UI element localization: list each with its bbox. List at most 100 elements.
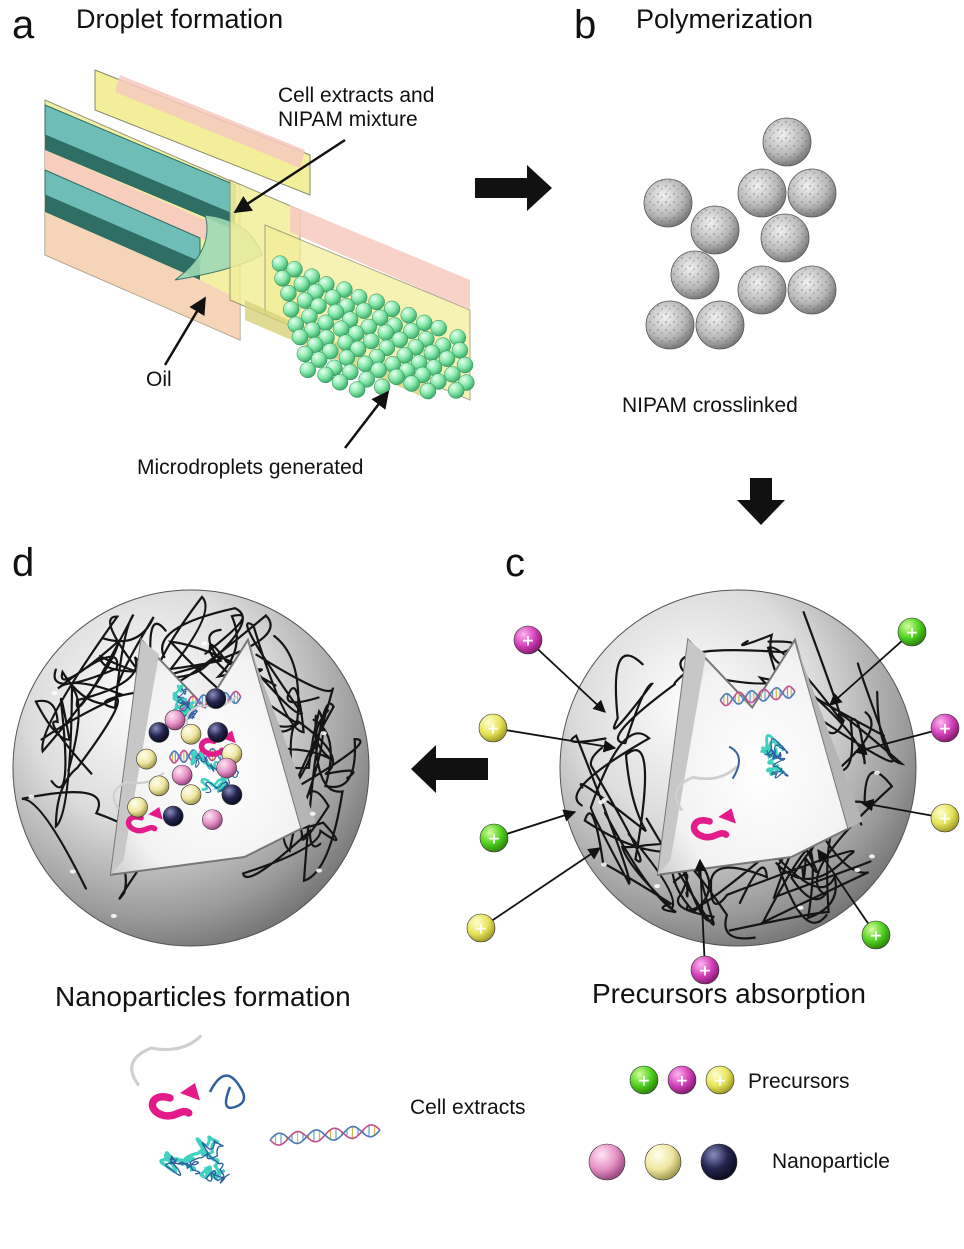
gel-bead (670, 250, 720, 300)
absorption-arrow (817, 848, 877, 936)
legend-nanoparticle-pink (588, 1143, 626, 1181)
microdroplet (332, 320, 350, 337)
protein-strand (208, 1074, 246, 1110)
panel-b-title: Polymerization (636, 4, 814, 34)
process-arrows (411, 165, 785, 793)
panel-a-title: Droplet formation (76, 4, 284, 34)
nanoparticle (207, 722, 228, 743)
microdroplet (349, 340, 367, 358)
dna-helix (719, 685, 796, 707)
panel-letter-a: a (12, 3, 35, 47)
microdroplet (322, 343, 339, 360)
precursor-ion: + (479, 823, 509, 853)
microdroplet (291, 328, 309, 346)
panel-letter-d: d (12, 541, 35, 585)
microdroplet (327, 303, 345, 321)
gel-bead (737, 265, 787, 315)
absorption-arrow (527, 639, 606, 713)
microdroplet (280, 284, 297, 302)
microdroplet (415, 314, 433, 332)
microdroplets (271, 255, 475, 400)
precursor-ion: + (930, 803, 960, 833)
svg-text:+: + (870, 926, 883, 944)
nanoparticle (164, 709, 186, 731)
precursor-ion: + (478, 713, 508, 743)
surface-pore (797, 905, 804, 910)
cutaway-wall (794, 639, 863, 829)
legend-nanoparticle-navy (700, 1143, 738, 1181)
magenta-protein (130, 1034, 203, 1120)
microdroplet (271, 255, 289, 272)
protein-cluster (760, 734, 789, 779)
gel-bead (760, 213, 810, 263)
legend-graphics: +++ (130, 1034, 738, 1184)
magenta-protein (674, 765, 738, 841)
nanoparticle (180, 784, 202, 806)
svg-text:+: + (475, 919, 488, 937)
microdroplet (274, 270, 291, 287)
gel-bead (787, 168, 837, 218)
surface-pore (201, 641, 208, 646)
microdroplet (383, 300, 401, 318)
panel-letter-b: b (574, 3, 597, 47)
surface-pore (854, 868, 861, 873)
microdroplet (451, 342, 469, 359)
svg-text:+: + (714, 1071, 727, 1089)
crosslinked-gel-beads (643, 117, 837, 350)
precursor-ion: + (466, 913, 496, 943)
surface-pore (28, 794, 35, 799)
nanoparticle (221, 784, 243, 806)
microdroplet (447, 382, 465, 399)
callout-cell-extracts-mixture: Cell extracts and NIPAM mixture (278, 84, 435, 132)
svg-text:+: + (939, 719, 952, 737)
microdroplet (403, 322, 420, 340)
microdroplet (301, 308, 318, 325)
panel-d-title: Nanoparticles formation (55, 981, 351, 1012)
callout-oil: Oil (146, 368, 172, 391)
protein-cluster (159, 1135, 230, 1184)
microdroplet (310, 351, 328, 368)
precursor-ion: + (897, 617, 927, 647)
legend-cell-extracts-graphic (130, 1034, 381, 1184)
gel-bead (695, 300, 745, 350)
svg-text:+: + (488, 829, 501, 847)
gel-bead (643, 178, 693, 228)
microdroplet (358, 371, 375, 388)
svg-text:+: + (487, 719, 500, 737)
nanoparticle (205, 688, 227, 709)
precursor-ions-c: +++++++++ (466, 617, 960, 985)
microdroplet (342, 363, 359, 381)
microdroplet (444, 366, 461, 383)
microdroplet (317, 366, 334, 384)
surface-pore (320, 731, 327, 736)
panel-c-title: Precursors absorption (592, 978, 866, 1009)
microdroplet (282, 301, 300, 318)
panel-a-callout-arrows (163, 138, 390, 449)
arrow-c-to-d (411, 745, 488, 793)
hydrogel-sphere-c (559, 589, 917, 947)
microdroplet (400, 307, 417, 324)
precursor-ion: + (667, 1065, 697, 1095)
microdroplet (377, 324, 395, 341)
nanoparticle (148, 775, 170, 797)
nanoparticle (202, 809, 223, 830)
gel-bead (787, 265, 837, 315)
svg-text:+: + (906, 623, 919, 641)
microdroplet (430, 319, 447, 337)
microdroplet (348, 381, 366, 398)
surface-pore (654, 884, 661, 889)
surface-pore (316, 868, 323, 873)
precursor-ion: + (930, 713, 960, 743)
microdroplet (403, 375, 420, 392)
cutaway-wall (657, 639, 706, 875)
callout-microdroplets: Microdroplets generated (137, 456, 364, 479)
svg-text:+: + (676, 1071, 689, 1089)
legend-nanoparticle-yellow (644, 1143, 682, 1181)
nanoparticle (127, 796, 148, 818)
absorption-arrow (492, 727, 617, 753)
absorption-arrow (480, 847, 602, 929)
surface-pore (600, 862, 607, 867)
hydrogel-sphere-d (12, 589, 370, 947)
